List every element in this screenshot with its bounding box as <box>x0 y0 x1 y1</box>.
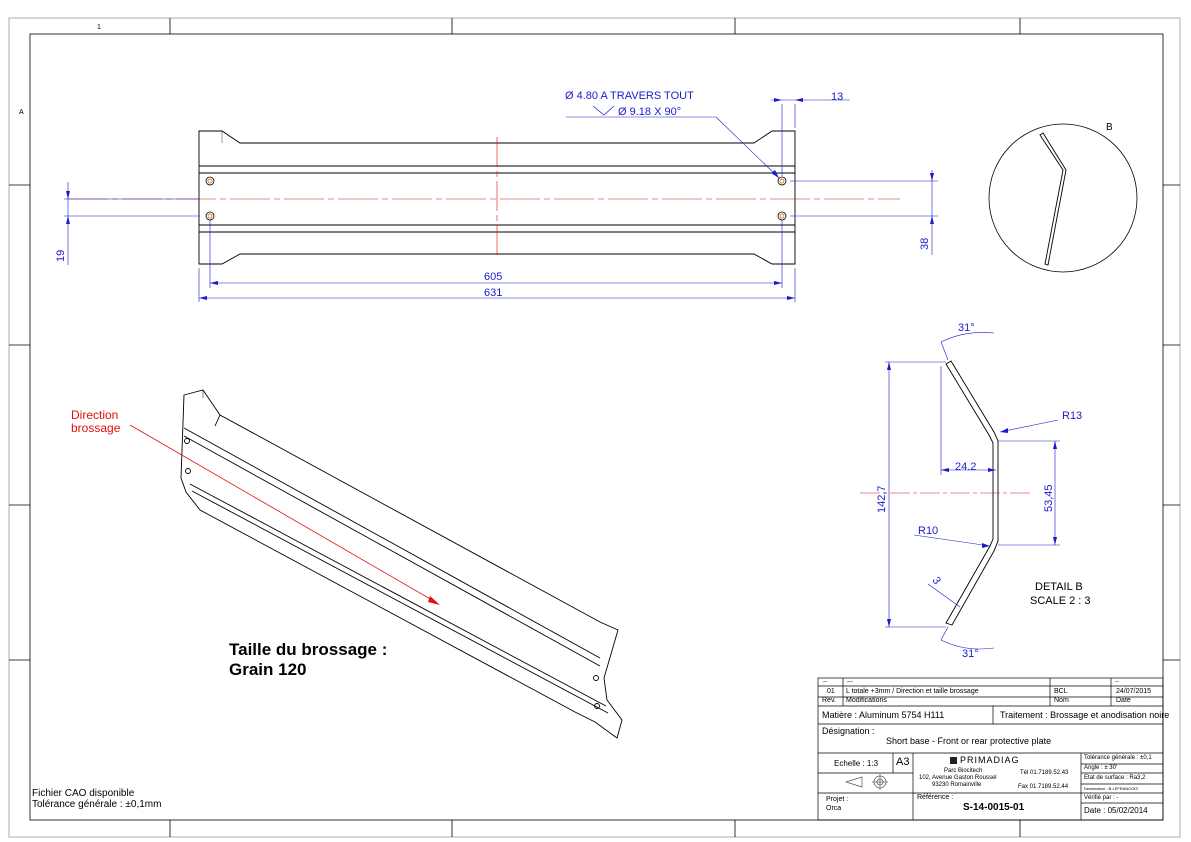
detail-arrows <box>887 362 1057 627</box>
zone-col-1: 1 <box>97 24 101 31</box>
dim-19-label: 19 <box>55 250 67 262</box>
detail-circle-b <box>988 123 1138 273</box>
project-value: Orca <box>826 805 842 812</box>
mounting-holes <box>205 176 787 221</box>
brushing-direction-arrow <box>129 424 433 601</box>
zone-row-a: A <box>19 109 24 116</box>
rev-date: 24/07/2015 <box>1116 688 1152 695</box>
angle-bottom-label: 31° <box>962 648 979 660</box>
angle-tolerance: Angle : ± 30' <box>1084 765 1118 771</box>
top-view-dimensions <box>64 99 938 302</box>
hdr-modifications: Modifications <box>846 697 887 704</box>
brushing-arrow-head <box>428 596 440 605</box>
general-tolerance: Tolérance générale : ±0,1 <box>1084 755 1152 761</box>
scale-field: Echelle : 1:3 <box>834 759 879 768</box>
sheet-frame <box>8 17 1181 838</box>
dim-631-label: 631 <box>484 287 502 299</box>
reference-value: S-14-0015-01 <box>963 802 1025 813</box>
rev-blank-3: -- <box>1115 679 1119 685</box>
dim-53-45-label: 53,45 <box>1043 484 1055 512</box>
radius-r10-label: R10 <box>918 525 938 537</box>
dim-142-7-label: 142,7 <box>876 485 888 513</box>
rev-blank-1: -- <box>823 679 827 685</box>
grain-title: Taille du brossage : <box>229 640 387 659</box>
material-field: Matière : Aluminum 5754 H111 <box>822 710 945 720</box>
hole-callout-countersink: Ø 9.18 X 90° <box>618 106 681 118</box>
format-field: A3 <box>896 756 910 768</box>
company-phone: Tél 01.7189.52.43 <box>1020 770 1069 776</box>
iso-view-part <box>180 389 623 739</box>
treatment-field: Traitement : Brossage et anodisation noi… <box>1000 710 1170 720</box>
project-label: Projet : <box>826 796 849 803</box>
hole-callout-diameter: Ø 4.80 A TRAVERS TOUT <box>565 90 694 102</box>
checked-by: Vérifié par : - <box>1084 795 1119 801</box>
title-block-grid <box>817 677 1164 821</box>
surface-finish: Etat de surface : Ra3,2 <box>1084 775 1146 781</box>
cad-icon <box>844 774 888 790</box>
cad-file-note: Fichier CAO disponible <box>32 788 135 799</box>
designation-label: Désignation : <box>822 726 875 736</box>
company-address-3: 93230 Romainville <box>932 782 982 788</box>
radius-r13-label: R13 <box>1062 410 1082 422</box>
primadiag-logo-mark <box>950 757 957 764</box>
drawing-date: Date : 05/02/2014 <box>1084 806 1148 815</box>
company-name: PRIMADIAG <box>960 755 1020 765</box>
drawn-by: Dessinateur : B.LEFRANCOIS <box>1084 786 1139 791</box>
angle-top-label: 31° <box>958 322 975 334</box>
rev-number: 01 <box>827 688 835 695</box>
designation-value: Short base - Front or rear protective pl… <box>886 736 1052 746</box>
direction-label-2: brossage <box>71 421 121 435</box>
company-address-1: Parc Biocitech <box>944 768 983 774</box>
dim-38-label: 38 <box>919 238 931 250</box>
rev-author: BCL <box>1054 688 1068 695</box>
dim-3-label: 3 <box>930 575 943 587</box>
hdr-rev: Rev. <box>822 697 836 704</box>
dim-arrows <box>66 98 934 300</box>
dim-13-label: 13 <box>831 91 843 103</box>
countersink-icon <box>592 105 615 116</box>
dim-605-label: 605 <box>484 271 502 283</box>
reference-label: Référence : <box>917 794 954 801</box>
detail-scale: SCALE 2 : 3 <box>1030 595 1091 607</box>
grain-value: Grain 120 <box>229 660 307 679</box>
tolerance-note: Tolérance générale : ±0,1mm <box>32 799 162 810</box>
center-lines <box>68 137 900 255</box>
direction-label-1: Direction <box>71 408 118 422</box>
detail-caption: DETAIL B <box>1035 581 1083 593</box>
company-fax: Fax 01.7189.52.44 <box>1018 784 1069 790</box>
hdr-name: Nom <box>1054 697 1069 704</box>
rev-blank-2: --- <box>847 679 853 685</box>
detail-b-profile <box>945 360 999 626</box>
company-address-2: 102, Avenue Gaston Roussel <box>919 775 997 781</box>
hdr-date: Date <box>1116 697 1131 704</box>
detail-b-dimensions <box>885 332 1060 650</box>
rev-modification: L totale +3mm / Direction et taille bros… <box>846 688 979 695</box>
dim-24-2-label: 24.2 <box>955 461 976 473</box>
detail-circle-label: B <box>1106 122 1113 133</box>
